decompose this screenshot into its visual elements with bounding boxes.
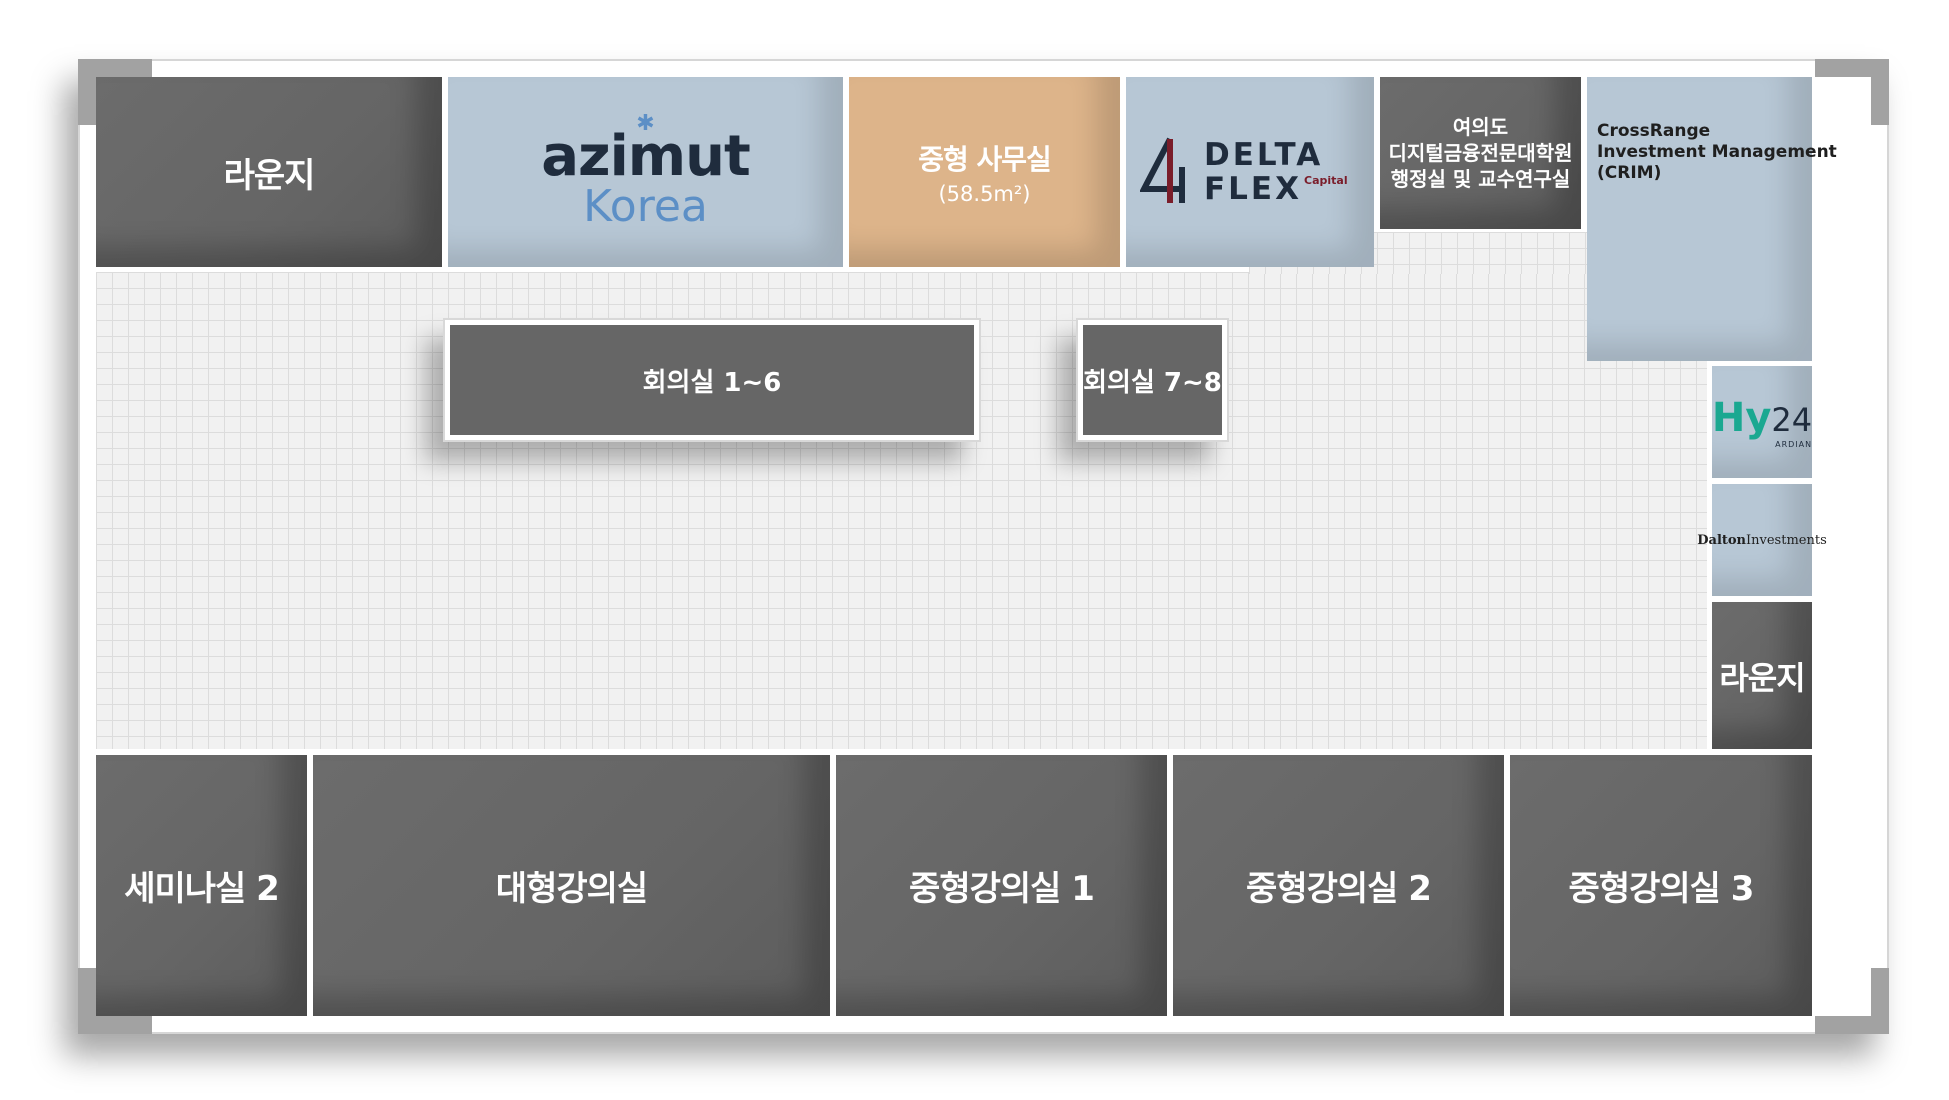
meeting-room-1-6[interactable]: 회의실 1~6 bbox=[443, 318, 981, 442]
delta-flex-logo: DELTA FLEX Capital bbox=[1204, 138, 1348, 206]
room-mid-lecture-3[interactable]: 중형강의실 3 bbox=[1510, 755, 1812, 1016]
room-crossrange[interactable]: CrossRange Investment Management (CRIM) bbox=[1587, 77, 1837, 361]
room-mid-lecture-2[interactable]: 중형강의실 2 bbox=[1173, 755, 1504, 1016]
corner-accent bbox=[78, 59, 96, 125]
crossrange-line: CrossRange bbox=[1597, 121, 1711, 141]
room-mid-office[interactable]: 중형 사무실 (58.5m²) bbox=[849, 77, 1120, 267]
star-icon: ✱ bbox=[636, 111, 655, 136]
corner-accent bbox=[78, 59, 152, 77]
room-seminar-2[interactable]: 세미나실 2 bbox=[96, 755, 307, 1016]
azimut-logo-country: Korea bbox=[583, 181, 708, 232]
room-lounge-right[interactable]: 라운지 bbox=[1712, 602, 1812, 749]
room-dalton[interactable]: DaltonInvestments bbox=[1697, 484, 1827, 596]
room-label-line: 디지털금융전문대학원 bbox=[1388, 141, 1573, 165]
hy24-text: Hy bbox=[1711, 394, 1772, 441]
room-label-line: 여의도 bbox=[1452, 115, 1509, 139]
room-label: 대형강의실 bbox=[495, 869, 648, 909]
room-delta-flex[interactable]: DELTA FLEX Capital bbox=[1126, 77, 1374, 267]
corner-accent bbox=[1815, 59, 1889, 77]
room-label: 중형강의실 1 bbox=[909, 869, 1095, 909]
room-lounge-left[interactable]: 라운지 bbox=[96, 77, 442, 267]
room-label-line: 행정실 및 교수연구실 bbox=[1390, 167, 1571, 191]
flex-text: FLEX bbox=[1204, 171, 1303, 207]
room-label: 라운지 bbox=[223, 155, 316, 196]
room-label: 중형 사무실 bbox=[918, 143, 1052, 176]
room-label: 중형강의실 3 bbox=[1568, 869, 1755, 909]
delta-text: DELTA bbox=[1204, 137, 1324, 173]
corner-accent bbox=[1871, 968, 1889, 1034]
dalton-regular: Investments bbox=[1746, 532, 1827, 548]
floor-plan: 라운지 ✱ azimut Korea 중형 사무실 (58.5m²) DELTA… bbox=[78, 59, 1889, 1034]
room-label: 세미나실 2 bbox=[124, 869, 280, 909]
corner-accent bbox=[1871, 59, 1889, 125]
corner-accent bbox=[1815, 1016, 1889, 1034]
hy24-logo: Hy 24 ARDIAN bbox=[1712, 396, 1812, 449]
room-label: 중형강의실 2 bbox=[1246, 869, 1432, 909]
room-large-lecture[interactable]: 대형강의실 bbox=[313, 755, 830, 1016]
meeting-room-7-8[interactable]: 회의실 7~8 bbox=[1076, 318, 1229, 442]
room-mid-lecture-1[interactable]: 중형강의실 1 bbox=[836, 755, 1167, 1016]
room-label: 회의실 1~6 bbox=[642, 367, 782, 398]
crossrange-line: Investment Management bbox=[1597, 142, 1837, 162]
corner-accent bbox=[78, 1016, 152, 1034]
corridor-floor bbox=[96, 272, 1707, 749]
room-label: 라운지 bbox=[1719, 658, 1805, 697]
dalton-bold: Dalton bbox=[1697, 532, 1747, 548]
dalton-logo: DaltonInvestments bbox=[1697, 533, 1827, 548]
capital-text: Capital bbox=[1304, 174, 1348, 187]
room-area: (58.5m²) bbox=[938, 182, 1031, 206]
hy24-tagline: ARDIAN bbox=[1775, 439, 1813, 449]
room-azimut-korea[interactable]: ✱ azimut Korea bbox=[448, 77, 843, 267]
room-label: 회의실 7~8 bbox=[1083, 367, 1222, 398]
corner-accent bbox=[78, 968, 96, 1034]
meeting-room-7-8-body: 회의실 7~8 bbox=[1083, 325, 1222, 435]
azimut-logo-text: azimut bbox=[541, 124, 751, 189]
delta-flex-emblem-icon bbox=[1139, 137, 1198, 207]
room-hy24[interactable]: Hy 24 ARDIAN bbox=[1712, 366, 1812, 478]
meeting-room-1-6-body: 회의실 1~6 bbox=[450, 325, 974, 435]
hy24-number: 24 bbox=[1771, 400, 1813, 439]
room-yeouido-admin[interactable]: 여의도 디지털금융전문대학원 행정실 및 교수연구실 bbox=[1380, 77, 1581, 229]
crossrange-line: (CRIM) bbox=[1597, 163, 1662, 183]
